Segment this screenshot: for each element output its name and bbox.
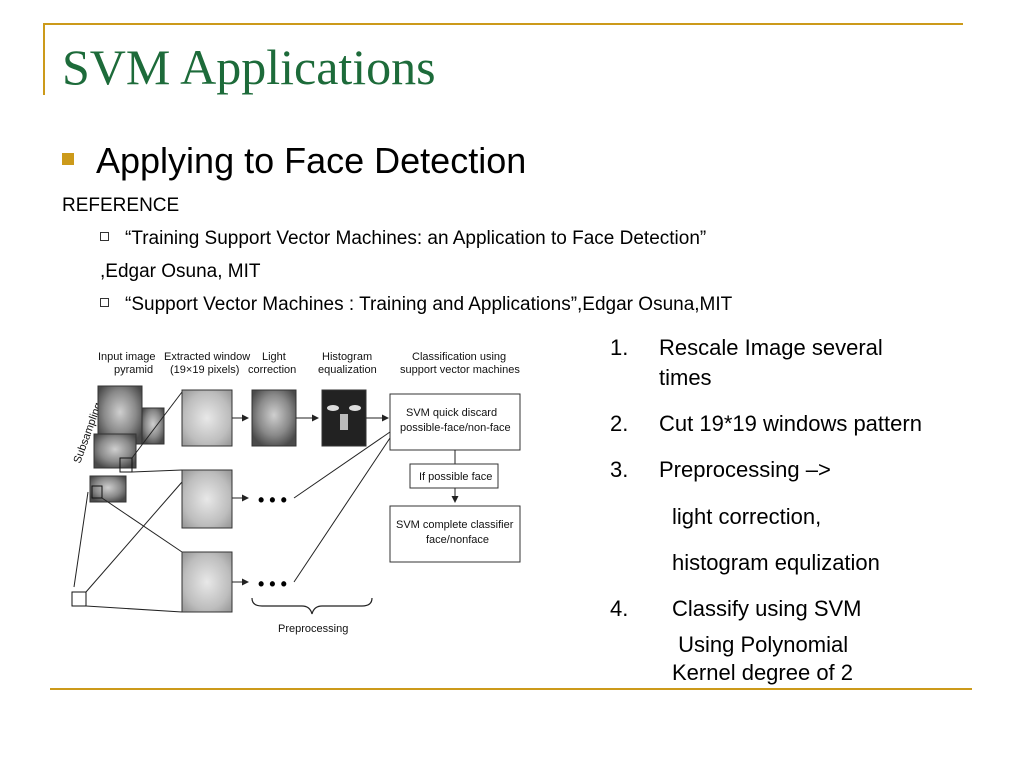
slide-title: SVM Applications: [62, 39, 436, 95]
bottom-rule: [50, 688, 972, 690]
step-text: Classify using SVM: [672, 596, 862, 621]
header-input: pyramid: [114, 364, 153, 376]
header-input: Input image: [98, 351, 155, 363]
svm-complete-label: face/nonface: [426, 534, 489, 546]
window-box: [91, 485, 103, 499]
ellipsis-dots: • • •: [258, 490, 287, 510]
step-text: Kernel degree of 2: [672, 659, 854, 685]
svm-complete-label: SVM complete classifier: [396, 519, 514, 531]
step-3: 3. Preprocessing –>: [610, 455, 831, 485]
reference-text: “Support Vector Machines : Training and …: [125, 294, 733, 315]
reference-label: REFERENCE: [62, 195, 180, 216]
step-4: 4. Classify using SVM: [610, 594, 862, 624]
reference-item: “Training Support Vector Machines: an Ap…: [100, 228, 707, 250]
if-possible-face-box: [409, 463, 499, 489]
step-text: Using Polynomial: [672, 632, 849, 657]
extracted-window-1: [181, 389, 233, 447]
square-bullet-icon: [62, 153, 74, 166]
left-rule: [43, 23, 45, 95]
connector-line: [293, 431, 391, 499]
subsampling-arrow: [73, 491, 89, 588]
header-light: correction: [248, 364, 296, 376]
extracted-window-2: [181, 469, 233, 529]
reference-text: “Training Support Vector Machines: an Ap…: [125, 228, 707, 249]
header-histogram: Histogram: [322, 351, 372, 363]
connector-line: [131, 391, 183, 459]
step-text: Preprocessing –>: [659, 457, 831, 482]
step-3-sub: light correction,: [672, 504, 822, 529]
connector-line: [293, 437, 391, 583]
step-text: Cut 19*19 windows pattern: [659, 411, 922, 436]
connector-line: [85, 605, 183, 613]
extracted-window-3: [181, 551, 233, 613]
pyramid-image-smallest: [71, 591, 87, 607]
pyramid-image-2: [93, 433, 137, 469]
face-feature: [327, 405, 339, 411]
header-extracted: (19×19 pixels): [170, 364, 239, 376]
hollow-square-bullet-icon: [100, 298, 109, 308]
header-extracted: Extracted window: [164, 351, 250, 363]
light-corrected-window: [251, 389, 297, 447]
preprocessing-brace: [251, 597, 373, 615]
step-3-sub: histogram equlization: [672, 550, 880, 575]
header-light: Light: [262, 351, 286, 363]
step-4-sub: Using Polynomial Kernel degree of 2: [672, 631, 853, 686]
svm-quick-discard-box: [389, 393, 521, 451]
connector-line: [101, 497, 183, 553]
if-possible-face-label: If possible face: [419, 471, 492, 483]
header-classification: support vector machines: [400, 364, 520, 376]
reference-item: “Support Vector Machines : Training and …: [100, 294, 733, 316]
svm-complete-classifier-box: [389, 505, 521, 563]
preprocessing-label: Preprocessing: [278, 623, 348, 635]
connector-line: [131, 469, 183, 473]
step-number: 3.: [610, 457, 629, 482]
ellipsis-dots: • • •: [258, 574, 287, 594]
reference-continuation: ,Edgar Osuna, MIT: [100, 261, 261, 282]
step-number: 2.: [610, 411, 629, 436]
hollow-square-bullet-icon: [100, 232, 109, 242]
main-bullet-text: Applying to Face Detection: [96, 140, 527, 181]
face-detection-diagram: Input image pyramid Extracted window (19…: [71, 351, 521, 635]
step-text: Rescale Image several: [659, 335, 883, 360]
top-rule: [43, 23, 963, 25]
step-2: 2. Cut 19*19 windows pattern: [610, 409, 922, 439]
step-number: 1.: [610, 335, 629, 360]
connector-line: [85, 481, 183, 593]
step-text: times: [659, 364, 712, 390]
svm-quick-label: possible-face/non-face: [400, 422, 511, 434]
step-1: 1. Rescale Image several times: [610, 333, 883, 392]
main-bullet: Applying to Face Detection: [62, 143, 526, 179]
header-classification: Classification using: [412, 351, 506, 363]
window-box: [119, 457, 133, 473]
header-histogram: equalization: [318, 364, 377, 376]
svm-quick-label: SVM quick discard: [406, 407, 497, 419]
face-feature: [340, 414, 348, 430]
pyramid-image-1b: [141, 407, 165, 445]
face-feature: [349, 405, 361, 411]
step-number: 4.: [610, 596, 629, 621]
